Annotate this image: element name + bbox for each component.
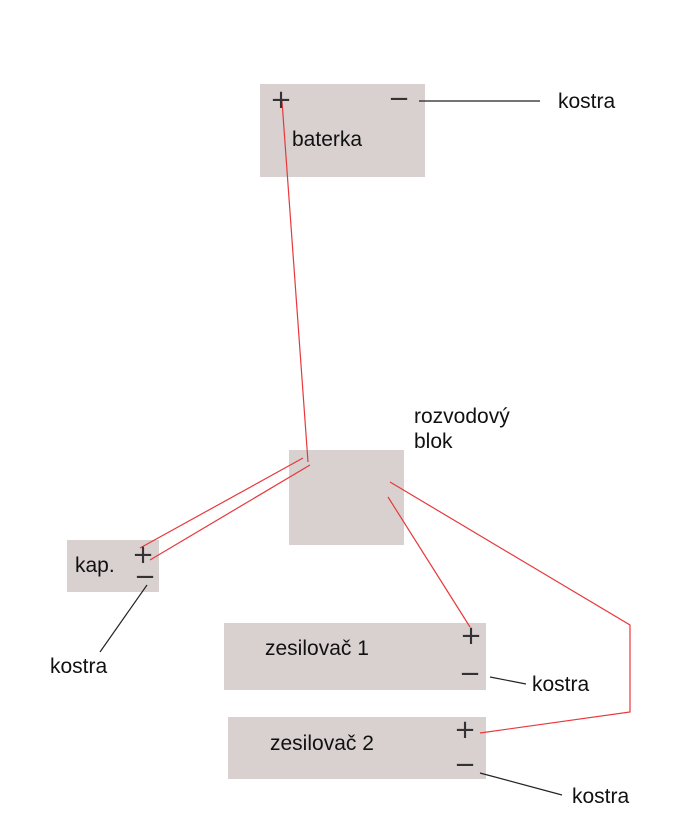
battery-to-block-wire bbox=[281, 100, 309, 463]
capacitor-ground-label: kostra bbox=[50, 655, 108, 678]
amplifier-1-ground-wire bbox=[489, 676, 527, 685]
amplifier-2-minus-icon: − bbox=[454, 750, 476, 780]
block-to-amplifier-2-wire bbox=[389, 481, 631, 734]
block-to-amplifier-1-wire bbox=[387, 496, 471, 628]
amplifier-2-box bbox=[228, 717, 486, 779]
block-to-capacitor-wire-b bbox=[149, 464, 311, 561]
capacitor-label: kap. bbox=[75, 554, 115, 577]
battery-plus-icon: + bbox=[270, 85, 292, 115]
battery-ground-label: kostra bbox=[558, 90, 616, 113]
amplifier-1-plus-icon: + bbox=[460, 621, 482, 651]
amplifier-2-label: zesilovač 2 bbox=[270, 732, 374, 755]
battery-label: baterka bbox=[292, 128, 363, 151]
capacitor-minus-icon: − bbox=[134, 562, 156, 592]
distribution-block-label: rozvodový blok bbox=[414, 405, 510, 454]
amplifier-2-plus-icon: + bbox=[454, 715, 476, 745]
amplifier-1-ground-label: kostra bbox=[532, 673, 590, 696]
amplifier-1-minus-icon: − bbox=[459, 659, 481, 689]
block-to-capacitor-wire-a bbox=[139, 457, 304, 549]
capacitor-plus-icon: + bbox=[132, 540, 154, 570]
amplifier-2-ground-wire bbox=[479, 772, 563, 796]
battery-minus-icon: − bbox=[388, 84, 410, 114]
amplifier-2-ground-label: kostra bbox=[572, 785, 630, 808]
amplifier-1-label: zesilovač 1 bbox=[265, 637, 369, 660]
amplifier-1-box bbox=[224, 623, 486, 690]
capacitor-ground-wire bbox=[99, 584, 148, 653]
battery-box bbox=[260, 84, 425, 177]
capacitor-box bbox=[67, 540, 159, 592]
